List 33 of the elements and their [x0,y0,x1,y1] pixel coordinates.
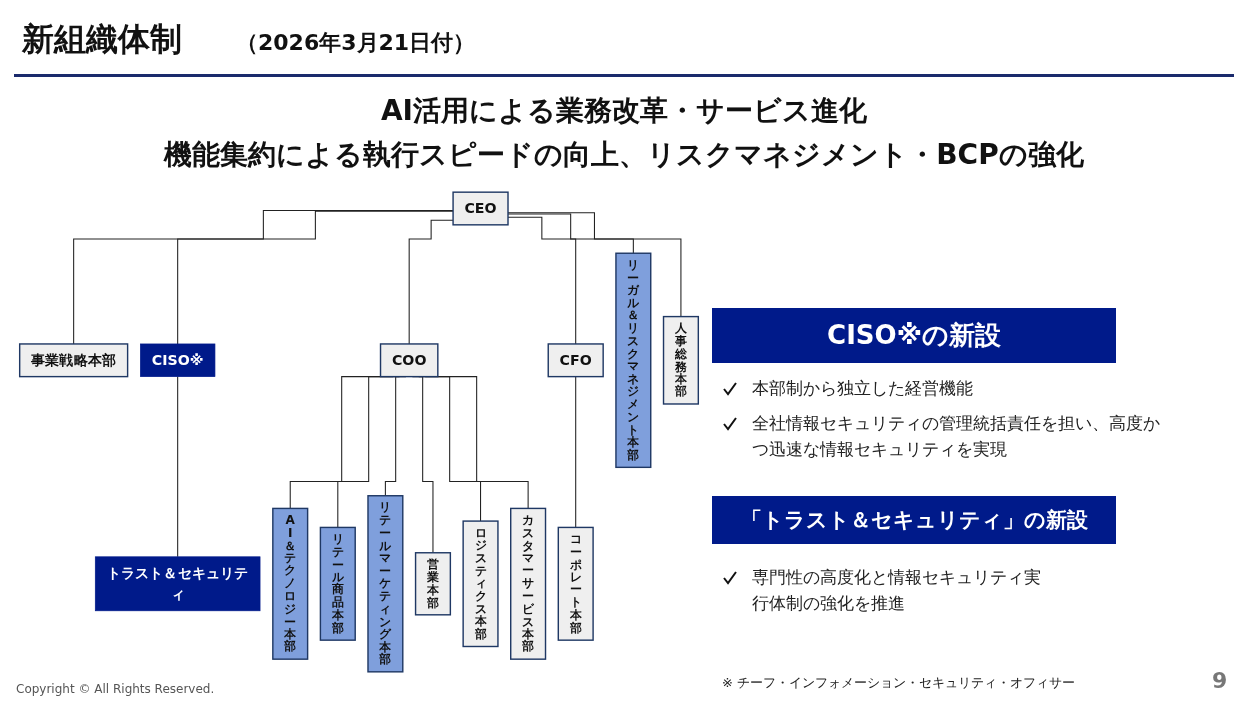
node-box [379,343,439,378]
copyright-text: Copyright © All Rights Reserved. [16,682,215,696]
page-number: 9 [1212,668,1228,693]
connector [575,376,577,528]
page-title: 新組織体制 [22,19,182,60]
node-box [319,526,356,641]
node-box [510,507,547,660]
footnote: ※ チーフ・インフォメーション・セキュリティ・オフィサー [722,674,1076,692]
bullet-text: 専門性の高度化と情報セキュリティ実行体制の強化を推進 [752,566,1042,615]
node-box [367,495,404,673]
connector [408,219,454,345]
section-banner: 「トラスト＆セキュリティ」の新設 [712,496,1116,544]
node-box [662,315,700,405]
headline: AI活用による業務改革・サービス進化 [379,93,869,129]
node-box [94,556,261,612]
section-banner: CISO※の新設 [712,308,1116,363]
node-box [462,520,499,648]
node-box [272,507,309,660]
connector [177,210,454,345]
node-box [18,343,129,378]
node-box [547,343,604,378]
bullet-text: 本部制から独立した経営機能 [752,377,974,400]
node-box [615,252,652,469]
org-chart: CEO 事業戦略本部 CISO※ トラスト＆セキュリティ COO CFO AI＆テクノロジー本部 リテール商品本部 リテールマーケティング本部 営業本部 ロジスティクス本部 カスタマーサービス本部 コーポレート本部 リーガル＆リスクマネジメント本部 人事総務本部 [14,182,704,682]
node-box [414,552,452,616]
connector [73,210,454,345]
node-box [140,343,216,377]
bullet-text: 全社情報セキュリティの管理統括責任を担い、高度かつ迅速な情報セキュリティを実現 [752,412,1161,461]
date-note: （2026年3月21日付） [236,29,476,57]
connector [177,376,179,558]
node-box [557,526,594,641]
node-box [452,191,509,226]
headline: 機能集約による執行スピードの向上、リスクマネジメント・BCPの強化 [162,137,1085,173]
